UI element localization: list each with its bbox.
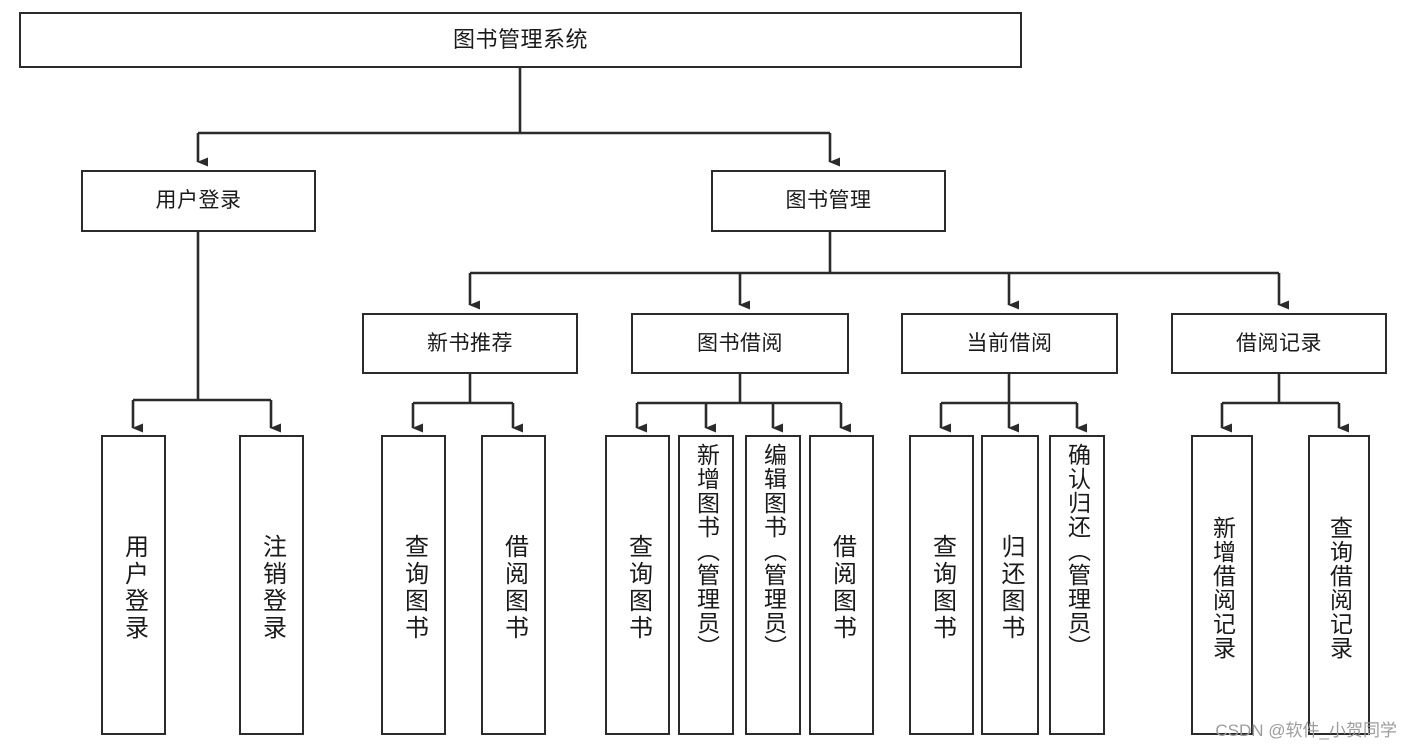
node-new-book-recommend[interactable]: 新书推荐 xyxy=(362,313,578,374)
leaf-add-book[interactable]: 新增图书（管理员） xyxy=(678,435,734,735)
node-book-management[interactable]: 图书管理 xyxy=(711,170,946,232)
node-label: 注销登录 xyxy=(258,534,286,642)
leaf-borrow-book-recommend[interactable]: 借阅图书 xyxy=(481,435,546,735)
node-label: 借阅记录 xyxy=(1236,331,1322,355)
leaf-logout-login[interactable]: 注销登录 xyxy=(239,435,304,735)
node-label: 借阅图书 xyxy=(828,534,856,642)
leaf-return-book[interactable]: 归还图书 xyxy=(981,435,1039,735)
node-label: 确认归还（管理员） xyxy=(1064,443,1091,659)
node-label: 查询借阅记录 xyxy=(1326,516,1353,660)
leaf-query-book-recommend[interactable]: 查询图书 xyxy=(381,435,446,735)
node-label: 用户登录 xyxy=(155,189,242,213)
node-label: 归还图书 xyxy=(997,534,1024,642)
node-label: 图书管理系统 xyxy=(452,26,588,52)
node-label: 用户登录 xyxy=(120,534,148,642)
node-user-login[interactable]: 用户登录 xyxy=(81,170,316,232)
leaf-query-book-borrow[interactable]: 查询图书 xyxy=(605,435,670,735)
node-label: 新书推荐 xyxy=(427,331,513,355)
node-root-system[interactable]: 图书管理系统 xyxy=(19,12,1022,68)
node-label: 查询图书 xyxy=(928,534,956,642)
leaf-borrow-book[interactable]: 借阅图书 xyxy=(809,435,874,735)
leaf-query-book-current[interactable]: 查询图书 xyxy=(909,435,974,735)
node-label: 新增图书（管理员） xyxy=(693,443,720,659)
node-label: 新增借阅记录 xyxy=(1209,516,1236,660)
node-label: 图书管理 xyxy=(785,189,872,213)
node-label: 图书借阅 xyxy=(697,331,783,355)
leaf-add-borrow-record[interactable]: 新增借阅记录 xyxy=(1191,435,1253,735)
leaf-user-login[interactable]: 用户登录 xyxy=(101,435,166,735)
leaf-edit-book[interactable]: 编辑图书（管理员） xyxy=(745,435,801,735)
node-current-borrow[interactable]: 当前借阅 xyxy=(901,313,1118,374)
node-book-borrow[interactable]: 图书借阅 xyxy=(631,313,849,374)
node-label: 编辑图书（管理员） xyxy=(760,443,787,659)
leaf-query-borrow-record[interactable]: 查询借阅记录 xyxy=(1308,435,1370,735)
csdn-watermark: CSDN @软件_小贺同学 xyxy=(1215,721,1397,740)
node-label: 借阅图书 xyxy=(500,534,528,642)
node-label: 查询图书 xyxy=(624,534,652,642)
node-label: 查询图书 xyxy=(400,534,428,642)
node-label: 当前借阅 xyxy=(966,331,1053,355)
node-borrow-record[interactable]: 借阅记录 xyxy=(1171,313,1387,374)
leaf-confirm-return[interactable]: 确认归还（管理员） xyxy=(1049,435,1105,735)
